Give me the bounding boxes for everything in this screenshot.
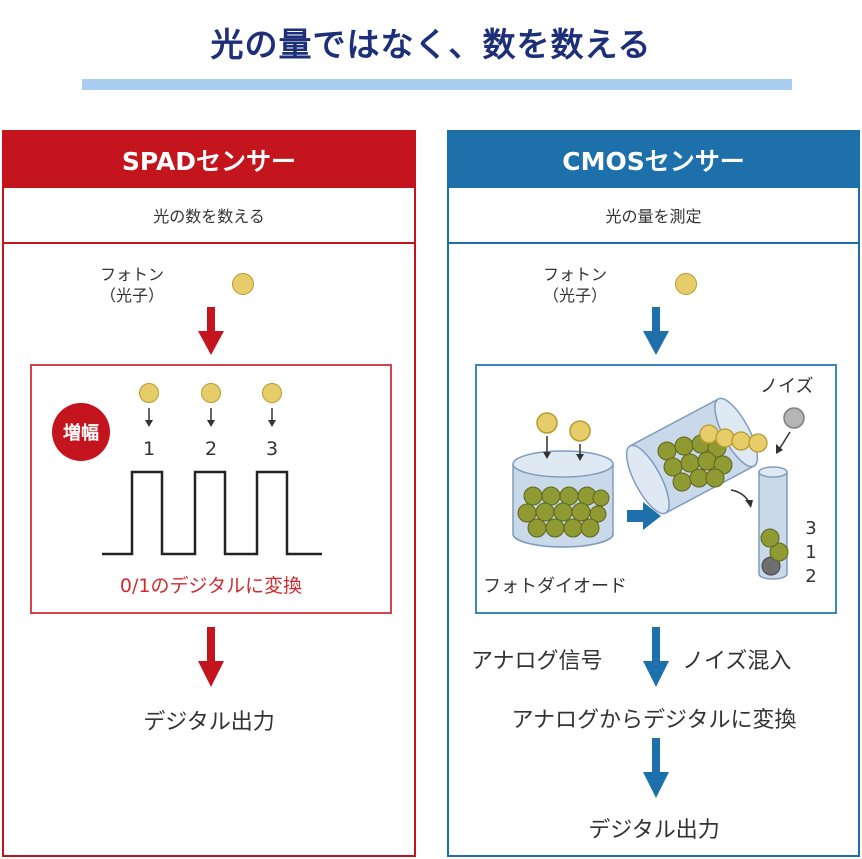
tube-number-2: 2 bbox=[805, 566, 817, 587]
photon-icon-3 bbox=[262, 383, 282, 403]
amplification-badge: 増幅 bbox=[52, 403, 110, 461]
count-3: 3 bbox=[265, 438, 279, 460]
spad-header: SPADセンサー bbox=[4, 132, 414, 188]
tube-number-3: 3 bbox=[805, 518, 817, 539]
photon-icon-2 bbox=[201, 383, 221, 403]
pulse-waveform bbox=[102, 470, 322, 556]
cmos-down-arrow-3 bbox=[643, 738, 669, 798]
noise-mix-label: ノイズ混入 bbox=[682, 649, 792, 674]
photon-icon-1 bbox=[139, 383, 159, 403]
cmos-down-arrow-1 bbox=[643, 307, 669, 355]
spad-down-arrow-2 bbox=[198, 627, 224, 687]
cmos-photodiode-box: ノイズ 3 1 2 フォトダイオード bbox=[475, 364, 837, 614]
photodiode-cylinder bbox=[512, 450, 614, 548]
count-1: 1 bbox=[142, 438, 156, 460]
spad-photon-label-line2: （光子） bbox=[99, 286, 164, 305]
tube-number-1: 1 bbox=[805, 542, 817, 563]
spad-photon-label-line1: フォトン bbox=[99, 265, 164, 284]
spad-output-label: デジタル出力 bbox=[143, 710, 275, 735]
small-arrows bbox=[145, 408, 276, 427]
analog-signal-label: アナログ信号 bbox=[471, 649, 603, 674]
cmos-photon-label-line2: （光子） bbox=[542, 286, 607, 305]
analog-to-digital-label: アナログからデジタルに変換 bbox=[511, 708, 797, 733]
title-underline bbox=[82, 79, 792, 90]
spad-photon-label: フォトン （光子） bbox=[82, 264, 182, 306]
cmos-panel: CMOSセンサー 光の量を測定 フォトン （光子） bbox=[447, 130, 860, 857]
spad-panel: SPADセンサー 光の数を数える フォトン （光子） 増幅 1 2 3 0/1の… bbox=[2, 130, 416, 857]
cmos-photon-icon bbox=[675, 273, 697, 295]
spad-photon-icon bbox=[232, 273, 254, 295]
photodiode-illustration bbox=[512, 397, 805, 580]
page-title: 光の量ではなく、数を数える bbox=[210, 25, 652, 64]
cmos-subheader: 光の量を測定 bbox=[449, 188, 858, 244]
cmos-down-arrow-2 bbox=[643, 627, 669, 687]
cmos-output-label: デジタル出力 bbox=[588, 818, 720, 843]
spad-amplification-box: 増幅 1 2 3 0/1のデジタルに変換 bbox=[30, 364, 392, 614]
digital-conversion-caption: 0/1のデジタルに変換 bbox=[119, 575, 303, 597]
spad-subheader: 光の数を数える bbox=[4, 188, 414, 244]
cmos-photon-label-line1: フォトン bbox=[542, 265, 607, 284]
cmos-photon-label: フォトン （光子） bbox=[525, 264, 625, 306]
cmos-header: CMOSセンサー bbox=[449, 132, 858, 188]
count-2: 2 bbox=[204, 438, 218, 460]
spad-down-arrow-1 bbox=[198, 307, 224, 355]
photodiode-label: フォトダイオード bbox=[483, 576, 627, 597]
noise-label: ノイズ bbox=[760, 376, 814, 397]
